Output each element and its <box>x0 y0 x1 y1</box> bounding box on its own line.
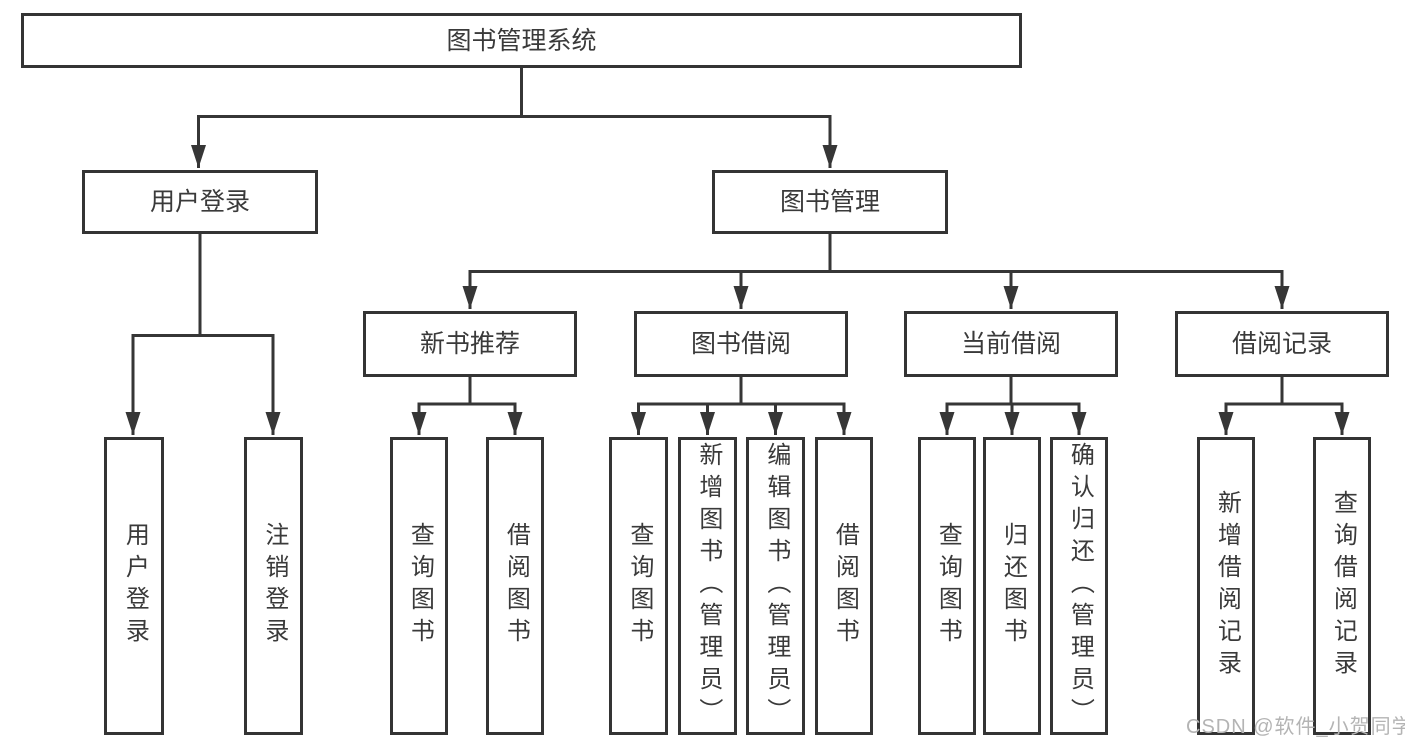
leaf-current-query-books: 查询图书 <box>918 437 976 735</box>
csdn-watermark: CSDN @软件_小贺同学 <box>1186 716 1405 738</box>
leaf-recommend-query-books: 查询图书 <box>390 437 448 735</box>
leaf-current-confirm-return-admin: 确认归还（管理员） <box>1050 437 1108 735</box>
leaf-logout: 注销登录 <box>244 437 303 735</box>
leaf-records-add-record: 新增借阅记录 <box>1197 437 1255 735</box>
node-new-book-recommend: 新书推荐 <box>363 311 577 377</box>
node-current-borrow: 当前借阅 <box>904 311 1118 377</box>
node-library-system: 图书管理系统 <box>21 13 1022 68</box>
leaf-borrow-query-books: 查询图书 <box>609 437 668 735</box>
leaf-borrow-borrow-books: 借阅图书 <box>815 437 873 735</box>
leaf-recommend-borrow-books: 借阅图书 <box>486 437 544 735</box>
node-user-login: 用户登录 <box>82 170 318 234</box>
leaf-records-query-record: 查询借阅记录 <box>1313 437 1371 735</box>
node-borrow-records: 借阅记录 <box>1175 311 1389 377</box>
leaf-user-login: 用户登录 <box>104 437 164 735</box>
leaf-current-return-books: 归还图书 <box>983 437 1041 735</box>
node-book-borrow: 图书借阅 <box>634 311 848 377</box>
node-book-management: 图书管理 <box>712 170 948 234</box>
leaf-borrow-edit-books-admin: 编辑图书（管理员） <box>746 437 805 735</box>
leaf-borrow-add-books-admin: 新增图书（管理员） <box>678 437 737 735</box>
